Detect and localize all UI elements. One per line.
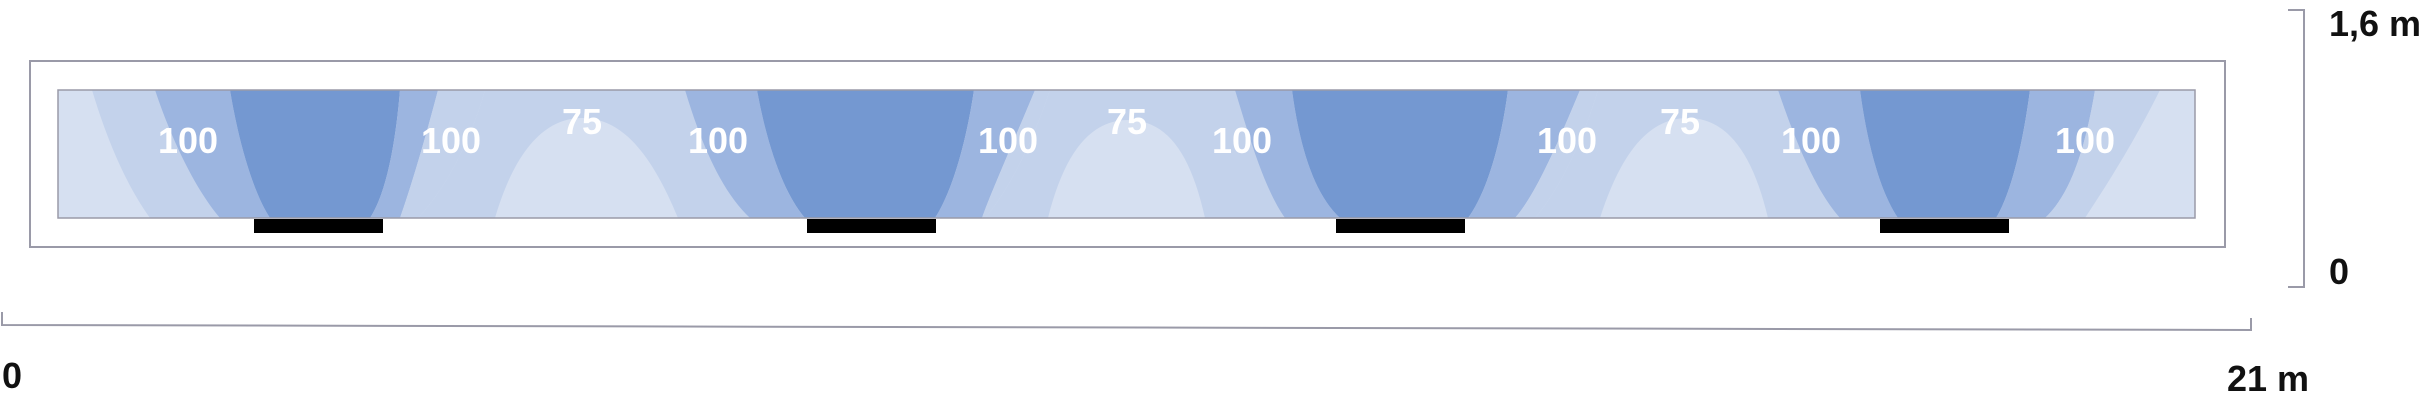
luminaire: [254, 219, 383, 233]
zone-label: 100: [1212, 120, 1272, 161]
zone-band-mid-light: [1515, 90, 1598, 218]
zone-band-mid-light: [418, 90, 750, 218]
length-dimension-bracket: [1, 312, 2252, 332]
zone-band-mid-light: [2045, 90, 2160, 218]
height-top-label: 1,6 m: [2329, 3, 2421, 44]
zone-band-mid-light: [985, 90, 1285, 218]
zone-band-mid: [935, 90, 1035, 218]
zone-label: 100: [1781, 120, 1841, 161]
zone-label: 100: [978, 120, 1038, 161]
luminaire: [807, 219, 936, 233]
lit-area: [57, 89, 2196, 219]
zone-label: 75: [1107, 101, 1147, 142]
zone-label: 100: [2055, 120, 2115, 161]
zone-band-mid-light: [58, 90, 150, 218]
length-end-label: 21 m: [2227, 358, 2309, 399]
zone-band-mid-light: [1535, 90, 1840, 218]
zone-label: 75: [562, 101, 602, 142]
zone-band-mid-light: [92, 90, 220, 218]
height-bottom-label: 0: [2329, 251, 2349, 292]
zone-label: 100: [158, 120, 218, 161]
zone-band-strong: [1860, 90, 2030, 218]
length-start-label: 0: [2, 355, 22, 396]
zone-label: 75: [1660, 101, 1700, 142]
zone-band-mid: [1778, 90, 1898, 218]
zone-band-mid-light: [400, 90, 485, 218]
zone-band-mid: [370, 90, 438, 218]
height-dimension-bracket: [2288, 9, 2305, 288]
zone-band-strong: [1292, 90, 1508, 218]
zone-label: 100: [688, 120, 748, 161]
lit-area-outline: [57, 89, 2196, 219]
zone-band-mid: [155, 90, 270, 218]
luminaire: [1336, 219, 1465, 233]
zone-band-mid: [685, 90, 805, 218]
luminaire: [1880, 219, 2009, 233]
zone-band-strong: [230, 90, 400, 218]
zone-band-strong: [757, 90, 974, 218]
zone-band-mid: [1996, 90, 2095, 218]
zone-label: 100: [1537, 120, 1597, 161]
zone-band-mid: [1468, 90, 1580, 218]
zone-band-mid: [1235, 90, 1340, 218]
zone-label: 100: [421, 120, 481, 161]
zone-band-mid-light: [982, 90, 1050, 218]
